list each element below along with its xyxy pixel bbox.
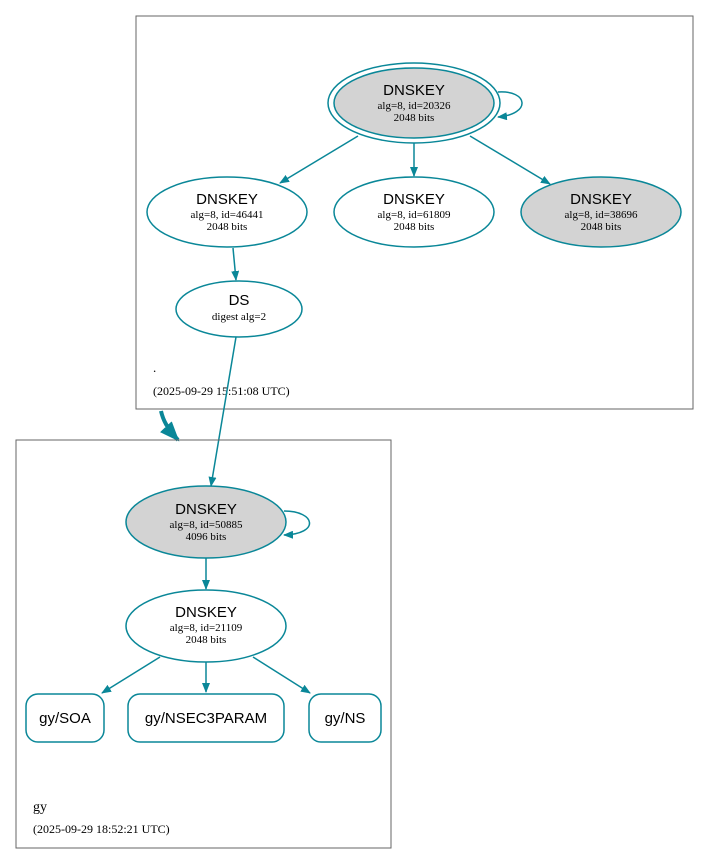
edge-ds-to-gy-ksk	[208, 336, 237, 487]
root-dnskey-38696-node[interactable]: DNSKEY alg=8, id=38696 2048 bits	[520, 176, 682, 248]
root-dnskey-38696-bits: 2048 bits	[581, 221, 622, 233]
root-zone-name: .	[153, 360, 156, 375]
root-dnskey-46441-id: alg=8, id=46441	[191, 209, 264, 221]
root-dnskey-46441-node[interactable]: DNSKEY alg=8, id=46441 2048 bits	[146, 176, 308, 248]
root-ksk-title: DNSKEY	[383, 82, 445, 99]
root-zone-box	[135, 15, 694, 410]
root-dnskey-61809-bits: 2048 bits	[394, 221, 435, 233]
gy-ksk-self-edge	[283, 510, 311, 539]
gy-zsk-id: alg=8, id=21109	[170, 622, 243, 634]
gy-ksk-id: alg=8, id=50885	[170, 519, 243, 531]
root-dnskey-61809-node[interactable]: DNSKEY alg=8, id=61809 2048 bits	[333, 176, 495, 248]
gy-ksk-node[interactable]: DNSKEY alg=8, id=50885 4096 bits	[125, 485, 287, 559]
record-soa-node[interactable]: gy/SOA	[25, 693, 105, 743]
record-nsec3param-label: gy/NSEC3PARAM	[145, 710, 267, 727]
record-ns-node[interactable]: gy/NS	[308, 693, 382, 743]
edge-zsk-to-soa	[101, 656, 161, 694]
record-soa-label: gy/SOA	[39, 710, 91, 727]
root-dnskey-46441-bits: 2048 bits	[207, 221, 248, 233]
gy-zsk-node[interactable]: DNSKEY alg=8, id=21109 2048 bits	[125, 589, 287, 663]
gy-zsk-bits: 2048 bits	[186, 634, 227, 646]
gy-zone-timestamp: (2025-09-29 18:52:21 UTC)	[33, 822, 170, 836]
gy-ksk-bits: 4096 bits	[186, 531, 227, 543]
gy-ds-digest: digest alg=2	[212, 311, 266, 323]
root-ksk-node[interactable]: DNSKEY alg=8, id=20326 2048 bits	[327, 62, 501, 144]
root-dnskey-38696-title: DNSKEY	[570, 191, 632, 208]
edge-zsk-to-ns	[252, 656, 311, 694]
edge-ksk-to-38696	[469, 135, 551, 185]
edge-ksk-to-46441	[279, 135, 359, 184]
edge-46441-to-ds	[231, 247, 240, 281]
root-dnskey-38696-id: alg=8, id=38696	[565, 209, 638, 221]
root-dnskey-61809-title: DNSKEY	[383, 191, 445, 208]
gy-zsk-title: DNSKEY	[175, 604, 237, 621]
record-nsec3param-node[interactable]: gy/NSEC3PARAM	[127, 693, 285, 743]
root-dnskey-61809-id: alg=8, id=61809	[378, 209, 451, 221]
delegation-edge	[159, 410, 180, 442]
gy-zone-name: gy	[33, 800, 47, 815]
root-ksk-id: alg=8, id=20326	[378, 100, 451, 112]
record-ns-label: gy/NS	[325, 710, 366, 727]
root-dnskey-46441-title: DNSKEY	[196, 191, 258, 208]
root-ksk-bits: 2048 bits	[394, 112, 435, 124]
gy-ksk-title: DNSKEY	[175, 501, 237, 518]
gy-ds-node[interactable]: DS digest alg=2	[175, 280, 303, 338]
root-ksk-self-edge	[497, 91, 523, 121]
gy-ds-title: DS	[229, 292, 250, 309]
root-zone-timestamp: (2025-09-29 15:51:08 UTC)	[153, 384, 290, 398]
gy-zone-box	[15, 439, 392, 849]
